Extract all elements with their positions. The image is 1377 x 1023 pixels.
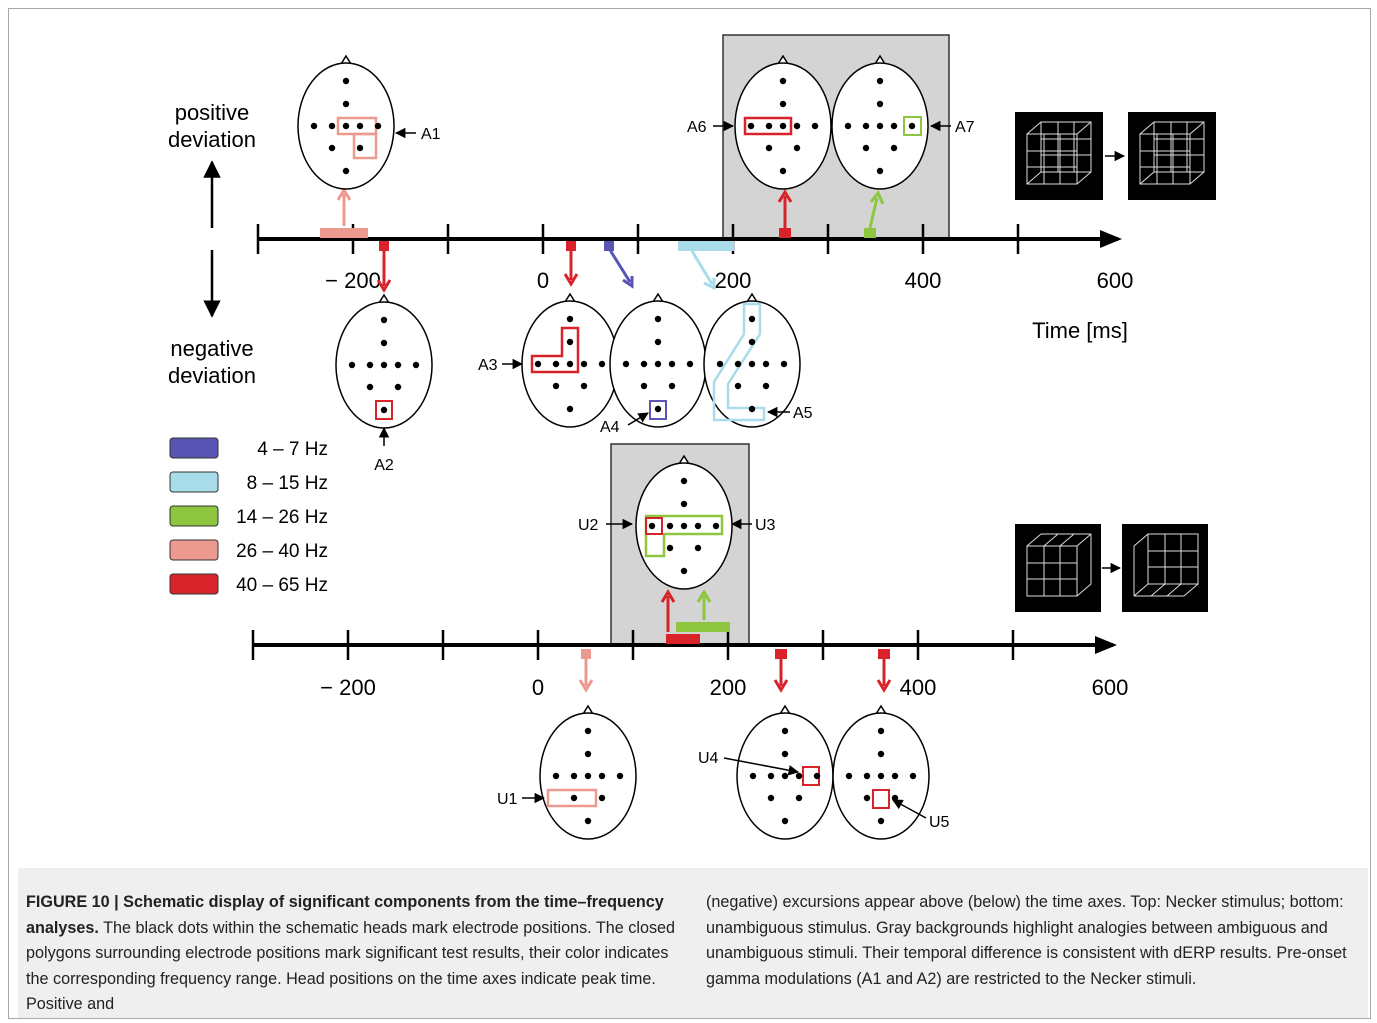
u3-time-bar [676,622,730,632]
caption-title: FIGURE 10 | Schematic display of signifi… [26,893,664,937]
u5-pointer [892,799,927,819]
bottom-tick-200: 200 [710,675,747,700]
head-a1 [297,55,395,190]
u5-label: U5 [929,814,950,831]
u4-time-marker [775,649,787,659]
legend-swatch-theta [169,437,219,459]
legend-swatch-high-gamma [169,573,219,595]
necker-stimulus-2 [1128,112,1216,200]
a6-label: A6 [687,119,707,136]
head-a5 [703,293,801,428]
u4-label: U4 [698,750,719,767]
necker-stimulus-1 [1015,112,1103,200]
head-a6 [734,55,832,190]
a5-label: A5 [793,405,813,422]
top-tick-600: 600 [1097,268,1134,293]
a4-pointer [627,412,649,426]
positive-label-2: deviation [168,127,256,152]
head-u1 [539,705,637,840]
a4-label: A4 [600,419,620,436]
negative-label-1: negative [170,336,253,361]
figure-caption: FIGURE 10 | Schematic display of signifi… [18,868,1368,1018]
a7-arrow [868,197,879,229]
u2-time-bar [666,634,700,644]
top-tick-neg200: − 200 [325,268,381,293]
top-time-axis: − 200 0 200 400 600 [256,224,1134,293]
a3-label: A3 [478,357,498,374]
a6-time-marker [779,228,791,238]
a7-time-marker [864,228,876,238]
head-u2-u3 [635,455,733,590]
head-a2 [335,294,433,429]
a5-arrow [690,250,714,285]
frequency-legend: 4 – 7 Hz 8 – 15 Hz 14 – 26 Hz 26 – 40 Hz… [169,437,328,596]
u4-pointer [723,757,800,776]
a7-label: A7 [955,119,975,136]
unambiguous-stimulus-1 [1015,524,1101,612]
u3-label: U3 [755,517,776,534]
a1-label: A1 [421,126,441,143]
head-u5 [832,705,930,840]
legend-label-high-gamma: 40 – 65 Hz [236,575,328,596]
head-u4 [736,705,834,840]
u2-label: U2 [578,517,599,534]
top-tick-400: 400 [905,268,942,293]
negative-label-2: deviation [168,363,256,388]
legend-swatch-low-gamma [169,539,219,561]
bottom-time-axis: − 200 0 200 400 600 [251,630,1129,700]
top-tick-200: 200 [715,268,752,293]
a5-time-bar [678,241,734,251]
bottom-tick-600: 600 [1092,675,1129,700]
u5-time-marker [878,649,890,659]
legend-label-alpha: 8 – 15 Hz [247,473,328,494]
a4-arrow [608,249,632,283]
legend-swatch-beta [169,505,219,527]
a1-time-bar [320,228,368,238]
positive-label-1: positive [175,100,250,125]
time-axis-label: Time [ms] [1032,318,1128,343]
a4-time-marker [604,241,614,251]
figure-canvas: positive deviation negative deviation − … [168,34,1216,840]
caption-left-text: The black dots within the schematic head… [26,918,676,1014]
figure-frame [8,8,1371,1019]
legend-label-theta: 4 – 7 Hz [257,439,328,460]
head-a7 [831,55,929,190]
head-a4 [609,293,707,428]
a2-label: A2 [374,457,394,474]
caption-right-column: (negative) excursions appear above (belo… [706,893,1347,988]
bottom-tick-neg200: − 200 [320,675,376,700]
head-a3 [521,293,619,428]
legend-label-beta: 14 – 26 Hz [236,507,328,528]
top-tick-0: 0 [537,268,549,293]
caption-left-column: FIGURE 10 | Schematic display of signifi… [26,890,686,1018]
legend-label-low-gamma: 26 – 40 Hz [236,541,328,562]
u1-time-marker [581,649,591,659]
bottom-tick-0: 0 [532,675,544,700]
u1-label: U1 [497,791,518,808]
a2-time-marker [379,241,389,251]
legend-swatch-alpha [169,471,219,493]
unambiguous-stimulus-2 [1122,524,1208,612]
a3-time-marker [566,241,576,251]
bottom-tick-400: 400 [900,675,937,700]
